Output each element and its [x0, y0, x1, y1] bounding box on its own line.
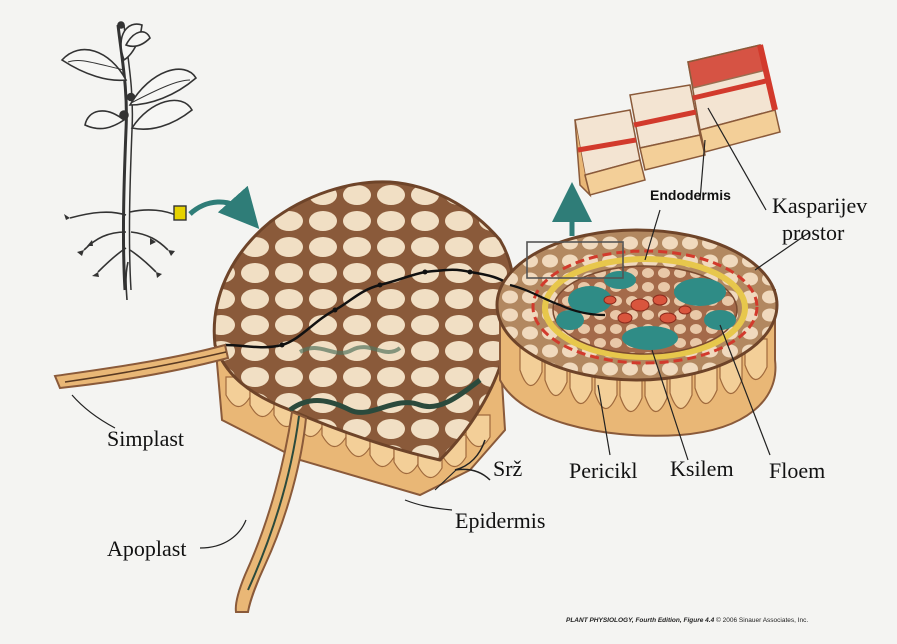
label-epidermis: Epidermis: [455, 510, 545, 532]
figure-credit: PLANT PHYSIOLOGY, Fourth Edition, Figure…: [566, 617, 808, 624]
credit-copyright: © 2006 Sinauer Associates, Inc.: [716, 617, 808, 624]
root-cross-section: [497, 230, 777, 436]
label-kasparijev: Kasparijev: [772, 195, 867, 217]
label-apoplast: Apoplast: [107, 538, 186, 560]
credit-book: PLANT PHYSIOLOGY, Fourth Edition, Figure…: [566, 617, 714, 624]
root-section-marker: [174, 206, 186, 220]
label-endodermis: Endodermis: [650, 188, 731, 202]
label-ksilem: Ksilem: [670, 458, 734, 480]
label-simplast: Simplast: [107, 428, 184, 450]
label-prostor: prostor: [782, 222, 844, 244]
label-srz: Srž: [493, 458, 522, 480]
plant-illustration: [62, 22, 196, 300]
label-floem: Floem: [769, 460, 825, 482]
label-pericikl: Pericikl: [569, 460, 637, 482]
zoom-arrow-icon: [190, 202, 246, 214]
cortex-block: [214, 182, 514, 495]
endodermis-cells: [575, 45, 780, 195]
